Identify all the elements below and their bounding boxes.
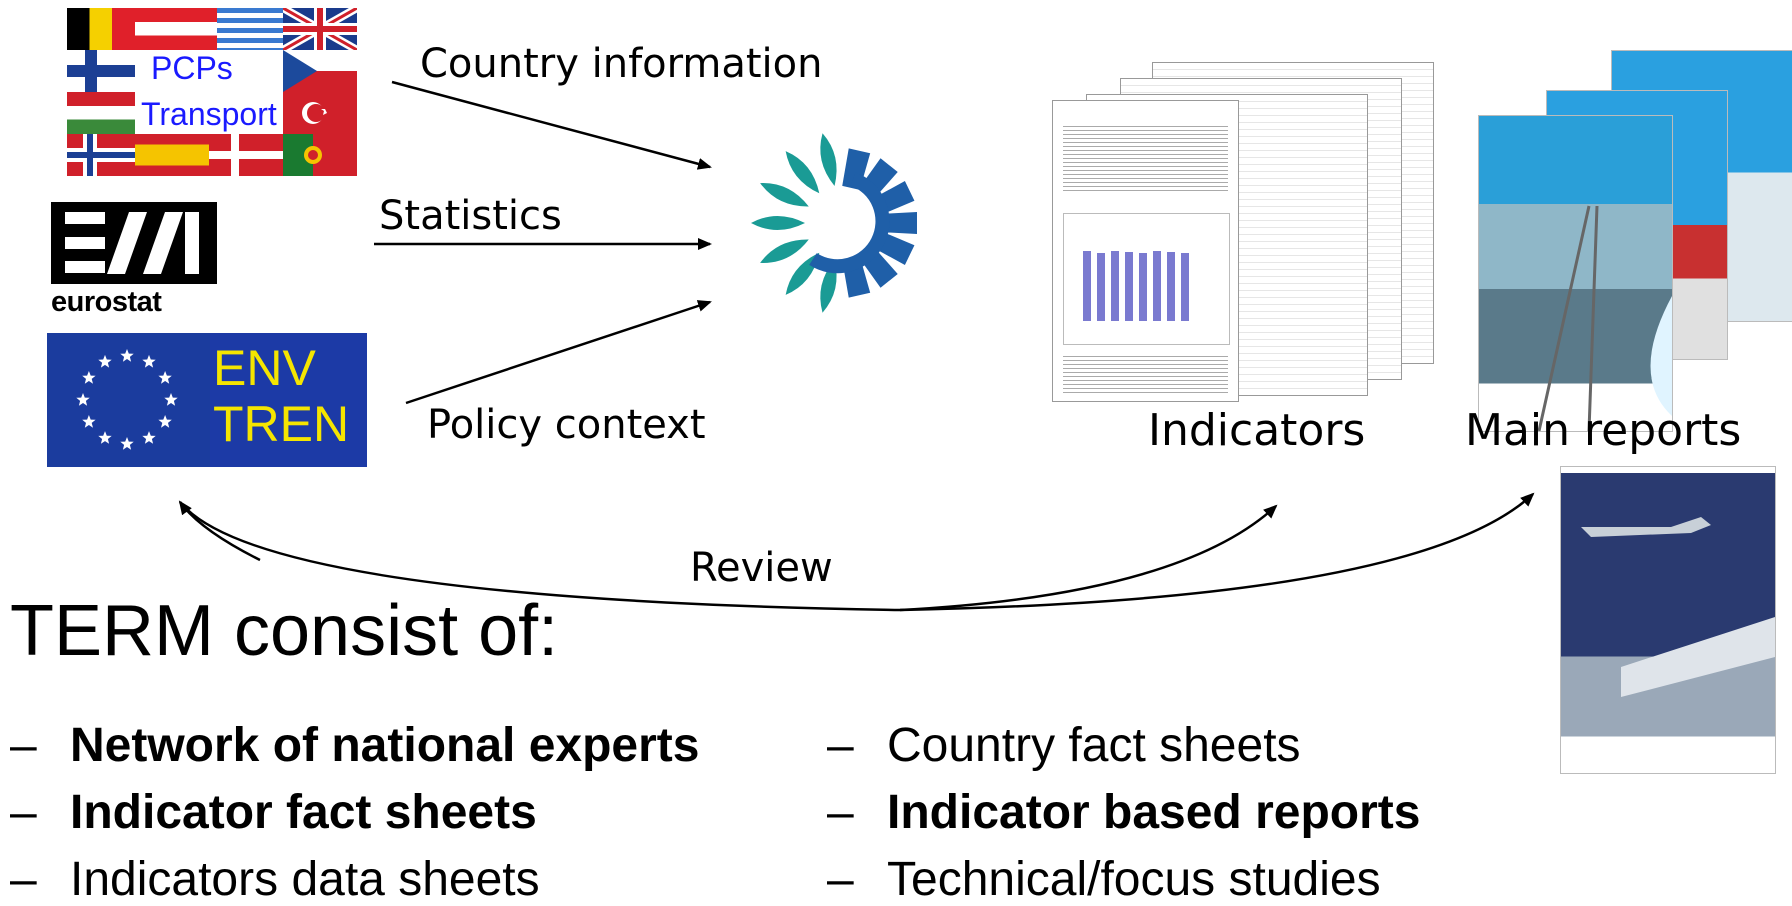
eea-leaf-icon xyxy=(785,151,820,194)
list-item-network: –Network of national experts xyxy=(10,722,699,770)
list-item-text: Indicator fact sheets xyxy=(70,786,537,839)
review-arrowhead-left xyxy=(178,500,261,562)
label-indicators: Indicators xyxy=(1148,405,1366,456)
eurostat-logo: eurostat xyxy=(47,198,223,318)
main-reports-stack xyxy=(1478,50,1792,432)
list-item-text: Country fact sheets xyxy=(887,719,1301,772)
eea-leaf-icon xyxy=(760,183,809,207)
ten-key-issues-report-cover xyxy=(1560,466,1776,774)
eu-star-icon xyxy=(158,371,172,384)
list-item-text: Technical/focus studies xyxy=(887,853,1381,906)
czech-flag xyxy=(283,50,357,92)
review-curve-to-reports xyxy=(899,492,1535,612)
eea-leaf-icon xyxy=(820,260,837,313)
eu-label-env: ENV xyxy=(213,340,316,396)
eea-logo-icon xyxy=(751,133,917,313)
label-review: Review xyxy=(690,545,833,591)
eu-star-icon xyxy=(164,393,178,406)
hungary-flag xyxy=(67,92,135,134)
bullet-dash: – xyxy=(827,719,854,772)
airplane-icon xyxy=(1581,517,1775,697)
arrow-policy-context xyxy=(405,300,712,405)
eu-star-icon xyxy=(76,393,90,406)
label-country-information: Country information xyxy=(420,41,823,87)
eu-star-icon xyxy=(120,437,134,450)
list-item-country-fact-sheets: –Country fact sheets xyxy=(827,722,1301,770)
rail-track-icon xyxy=(1537,205,1672,431)
eea-leaf-icon xyxy=(760,239,809,263)
indicator-documents-stack xyxy=(1052,62,1437,402)
belgium-flag xyxy=(67,8,135,50)
eu-env-tren-logo: ENV TREN xyxy=(47,333,367,467)
bullet-dash: – xyxy=(827,853,854,906)
report-cover-enlargement xyxy=(1478,115,1673,432)
eu-star-icon xyxy=(158,415,172,428)
label-policy-context: Policy context xyxy=(427,402,706,448)
eurostat-mark-icon xyxy=(51,202,217,284)
flags-label-transport: Transport xyxy=(141,96,277,132)
bullet-dash: – xyxy=(10,853,37,906)
norway-flag xyxy=(67,134,135,176)
fact-sheet-bar-chart-icon xyxy=(1083,251,1189,321)
eu-star-icon xyxy=(98,431,112,444)
flag-filler-white xyxy=(135,92,283,134)
eu-stars-panel xyxy=(47,333,210,467)
list-item-indicators-data-sheets: –Indicators data sheets xyxy=(10,856,540,904)
fact-sheet-page xyxy=(1052,100,1239,402)
eu-star-icon xyxy=(142,431,156,444)
list-item-technical-focus-studies: –Technical/focus studies xyxy=(827,856,1381,904)
flag-filler-white xyxy=(135,50,283,92)
arrow-country-information xyxy=(391,80,712,170)
bullet-dash: – xyxy=(10,719,37,772)
eu-stars-icon xyxy=(76,349,178,450)
eu-star-icon xyxy=(82,371,96,384)
eu-star-icon xyxy=(120,349,134,362)
bullet-dash: – xyxy=(10,786,37,839)
portugal-flag xyxy=(283,134,357,176)
eea-gear-tooth-icon xyxy=(842,148,871,190)
greece-flag xyxy=(217,8,283,50)
bullet-dash: – xyxy=(827,786,854,839)
finland-flag xyxy=(67,50,135,92)
eurostat-wordmark: eurostat xyxy=(51,286,162,318)
label-main-reports: Main reports xyxy=(1465,405,1742,456)
list-item-indicator-based-reports: –Indicator based reports xyxy=(827,789,1420,837)
spain-flag xyxy=(135,134,209,176)
eea-gear-ring-icon xyxy=(809,172,890,274)
eea-leaf-icon xyxy=(820,133,837,186)
term-heading: TERM consist of: xyxy=(10,591,559,671)
eu-star-icon xyxy=(98,354,112,368)
label-statistics: Statistics xyxy=(379,193,562,239)
eu-star-icon xyxy=(82,415,96,428)
country-flags-mosaic: PCPs Transport xyxy=(67,8,357,176)
austria-flag xyxy=(135,8,217,50)
list-item-text: Indicator based reports xyxy=(887,786,1421,839)
denmark-flag xyxy=(209,134,283,176)
uk-flag xyxy=(283,8,357,50)
eu-label-tren: TREN xyxy=(213,396,350,452)
review-curve-to-indicators xyxy=(179,501,1278,612)
list-item-text: Indicators data sheets xyxy=(70,853,540,906)
list-item-text: Network of national experts xyxy=(70,719,700,772)
turkey-flag xyxy=(283,92,357,134)
eea-leaf-icon xyxy=(751,216,805,230)
list-item-indicator-fact-sheets: –Indicator fact sheets xyxy=(10,789,537,837)
eu-star-icon xyxy=(142,354,156,368)
flags-label-pcps: PCPs xyxy=(151,50,233,86)
